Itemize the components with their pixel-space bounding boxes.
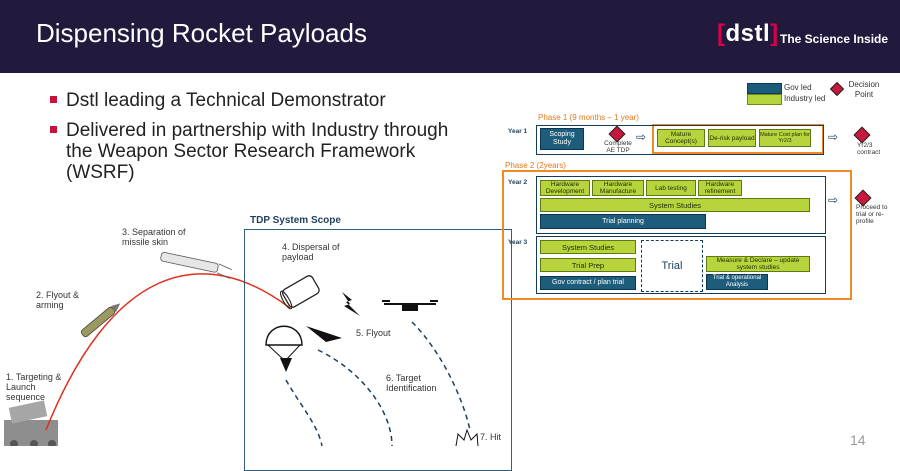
- scoping-study-box: Scoping Study: [540, 128, 584, 150]
- trial-prep-box: Trial Prep: [540, 258, 636, 272]
- phase2-frame: [502, 170, 852, 300]
- logo-bracket-left: [: [717, 20, 726, 47]
- derisk-payload-box: De-risk payload: [708, 129, 756, 147]
- mature-cost-box: Mature Cost plan for Yr2/3: [759, 129, 811, 147]
- year2-row: [536, 176, 826, 234]
- page-number: 14: [850, 432, 866, 448]
- mature-concepts-box: Mature Concept(s): [657, 129, 705, 147]
- step-targeting-label: 1. Targeting & Launch sequence: [6, 372, 62, 402]
- trial-box: Trial: [641, 240, 703, 292]
- proceed-label: Proceed to trial or re-profile: [856, 204, 888, 225]
- missile-skin-icon: [160, 252, 232, 279]
- logo-text: dstl: [725, 20, 771, 47]
- year1-label: Year 1: [508, 128, 528, 135]
- lightning-icon: [342, 292, 360, 316]
- tdp-scope-box: [244, 229, 512, 471]
- hardware-development-box: Hardware Development: [540, 180, 590, 196]
- legend-decision-label: Decision Point: [848, 80, 880, 99]
- step-separation-label: 3. Separation of missile skin: [122, 227, 186, 247]
- trajectory-curve: [45, 273, 291, 431]
- trial-analysis-box: Trial & operational Analysis: [706, 274, 768, 290]
- header-bar: [0, 0, 900, 73]
- step-flyout-label: 2. Flyout & arming: [36, 290, 80, 310]
- payload-canister-icon: [279, 275, 320, 310]
- bullet-list: Dstl leading a Technical Demonstrator De…: [48, 90, 468, 192]
- missile-icon: [80, 303, 121, 338]
- y3-system-studies-box: System Studies: [540, 240, 636, 254]
- arrow-right-icon: ⇨: [828, 130, 839, 144]
- logo-tagline: The Science Inside: [780, 32, 889, 46]
- slide-title: Dispensing Rocket Payloads: [36, 18, 367, 48]
- hit-burst-icon: [455, 428, 479, 446]
- legend-industry-label: Industry led: [784, 94, 826, 103]
- measure-declare-box: Measure & Declare – update system studie…: [706, 256, 810, 272]
- legend-industry-swatch: [747, 94, 782, 105]
- logo-bracket-right: ]: [770, 20, 779, 47]
- gov-contract-box: Gov contract / plan trial: [540, 276, 636, 290]
- yr23-contract-label: Yr2/3 contract: [857, 142, 881, 156]
- system-studies-box: System Studies: [540, 198, 810, 212]
- dstl-logo: [dstl]: [717, 20, 779, 48]
- mission-diagram: [4, 252, 479, 446]
- arrow-right-icon: ⇨: [636, 130, 647, 144]
- tdp-scope-title: TDP System Scope: [250, 215, 341, 226]
- lab-testing-box: Lab testing: [646, 180, 696, 196]
- parachute-icon: [265, 325, 303, 372]
- step-target-id-label: 6. Target Identification: [386, 373, 437, 393]
- year3-row: [536, 236, 826, 294]
- bullet-item: Delivered in partnership with Industry t…: [48, 120, 468, 183]
- step-dispersal-label: 4. Dispersal of payload: [282, 242, 340, 262]
- step-flyout2-label: 5. Flyout: [356, 328, 391, 338]
- flight-path: [285, 379, 323, 446]
- year2-label: Year 2: [508, 179, 528, 186]
- phase2-label: Phase 2 (2years): [505, 161, 566, 170]
- arrow-right-icon: ⇨: [828, 193, 839, 207]
- complete-tdp-label: Complete AE TDP: [604, 140, 632, 154]
- legend-gov-swatch: [747, 83, 782, 94]
- phase1-label: Phase 1 (9 months – 1 year): [538, 113, 639, 122]
- hardware-refinement-box: Hardware refinement: [698, 180, 742, 196]
- step-hit-label: 7. Hit: [480, 432, 502, 442]
- hardware-manufacture-box: Hardware Manufacture: [592, 180, 644, 196]
- flyout-dart-icon: [306, 326, 342, 342]
- legend-gov-label: Gov led: [784, 83, 812, 92]
- year3-label: Year 3: [508, 239, 528, 246]
- drone-icon: [382, 300, 438, 311]
- flight-path: [317, 349, 393, 446]
- trial-planning-box: Trial planning: [540, 214, 706, 229]
- launcher-icon: [4, 400, 58, 446]
- flight-path: [411, 321, 471, 431]
- bullet-item: Dstl leading a Technical Demonstrator: [48, 90, 468, 111]
- year1-row: [536, 125, 824, 155]
